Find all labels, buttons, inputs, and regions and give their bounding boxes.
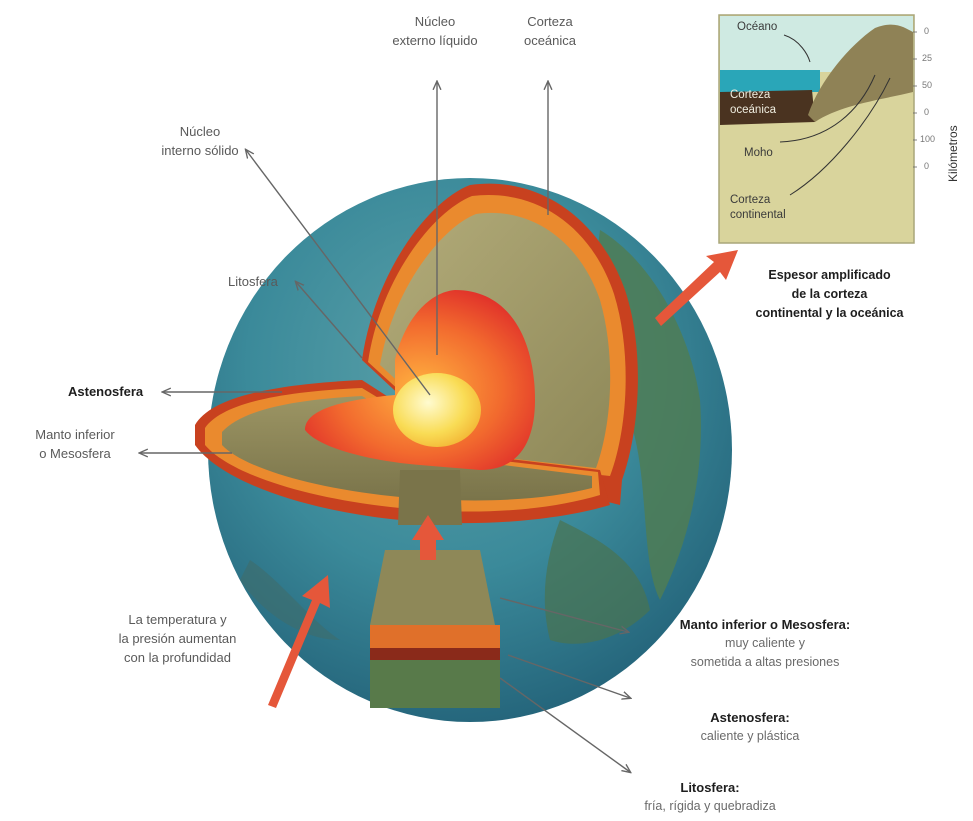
label-temperatura: La temperatura y la presión aumentan con… [90,610,265,667]
inset-tick: 50 [922,80,932,90]
label-manto-inferior: Manto inferior o Mesosfera [10,425,140,463]
desc-title: Astenosfera: [660,708,840,727]
inset-tick: 100 [920,134,935,144]
inset-label-moho: Moho [744,146,773,161]
inset-label-corteza-continental: Corteza continental [730,193,786,223]
desc-title: Litosfera: [620,778,800,797]
desc-text: muy caliente y sometida a altas presione… [640,634,890,672]
desc-text: caliente y plástica [660,727,840,746]
inset-label-corteza-oceanica: Corteza oceánica [730,88,776,118]
inset-tick: 25 [922,53,932,63]
desc-title: Manto inferior o Mesosfera: [640,615,890,634]
inset-caption: Espesor amplificado de la corteza contin… [722,266,937,323]
label-nucleo-interno: Núcleo interno sólido [140,122,260,160]
desc-astenosfera: Astenosfera: caliente y plástica [660,708,840,746]
label-nucleo-externo: Núcleo externo líquido [370,12,500,50]
desc-text: fría, rígida y quebradiza [620,797,800,816]
inset-tick: 0 [924,161,929,171]
label-litosfera: Litosfera [228,272,278,291]
desc-litosfera: Litosfera: fría, rígida y quebradiza [620,778,800,816]
inset-tick: 0 [924,107,929,117]
inner-core [393,373,481,447]
label-astenosfera: Astenosfera [68,382,143,401]
inset-tick: 0 [924,26,929,36]
label-corteza-oceanica: Corteza oceánica [505,12,595,50]
inset-label-oceano: Océano [737,20,777,35]
inset-axis-label: Kilómetros [946,125,960,182]
desc-manto-inferior: Manto inferior o Mesosfera: muy caliente… [640,615,890,672]
